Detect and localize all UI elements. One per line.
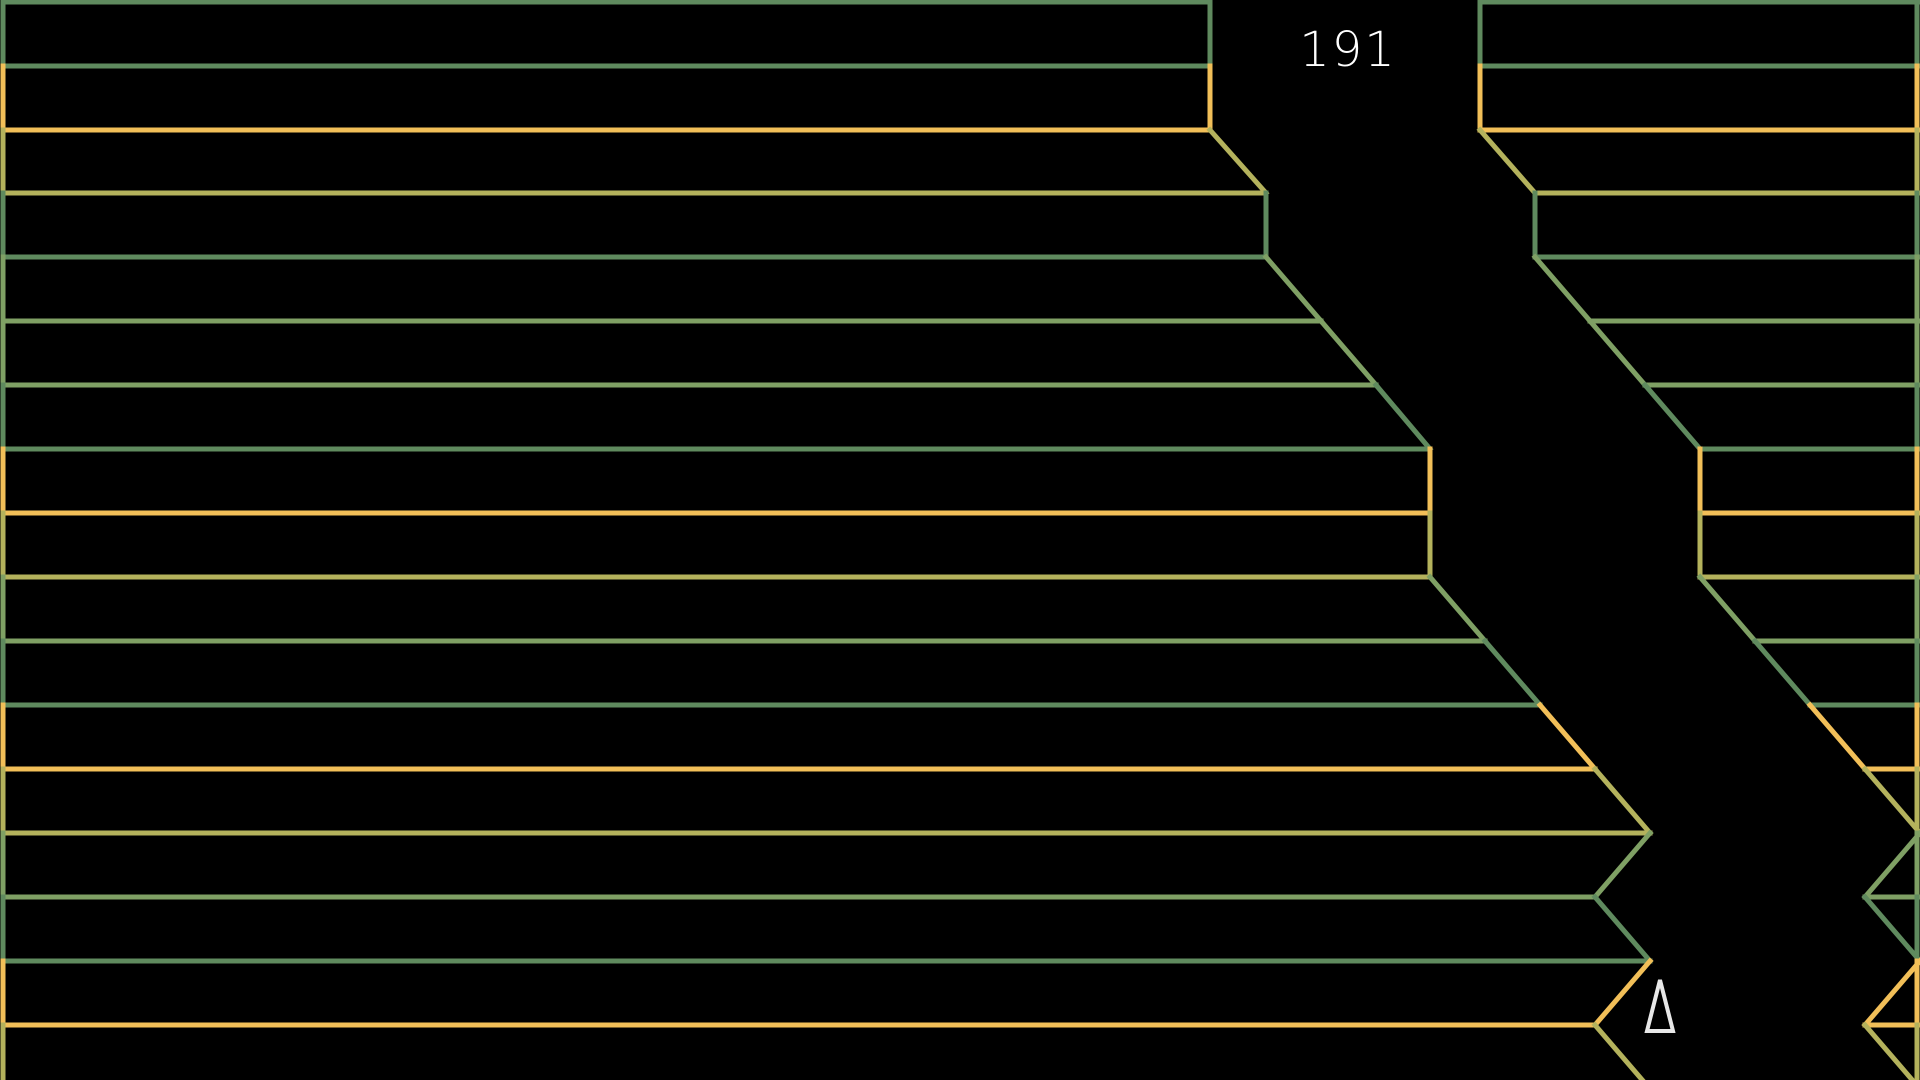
right-wall-segment — [1861, 765, 1920, 837]
left-wall-segment — [1372, 381, 1434, 453]
right-wall-segment — [1861, 893, 1920, 965]
left-wall-segment — [1481, 637, 1544, 709]
right-wall-segment — [1531, 253, 1594, 325]
score-counter: 191 — [1299, 22, 1397, 78]
right-wall-segment — [1586, 317, 1649, 389]
left-wall-segment — [1426, 573, 1489, 645]
left-wall-segment — [1591, 957, 1654, 1029]
left-wall-segment — [1262, 253, 1325, 325]
left-wall-segment — [1317, 317, 1380, 389]
left-wall-segment — [1536, 701, 1599, 773]
left-wall-segment — [1591, 1021, 1646, 1080]
player-triangle-icon[interactable] — [1644, 979, 1676, 1033]
right-wall-segment — [1861, 829, 1920, 901]
right-wall-segment — [1806, 701, 1869, 773]
right-wall-segment — [1476, 126, 1539, 197]
right-wall-segment — [1641, 381, 1704, 453]
right-wall-segment — [1861, 1021, 1916, 1080]
right-wall-segment — [1696, 573, 1759, 645]
right-wall-segment — [1751, 637, 1814, 709]
left-wall-segment — [1591, 765, 1654, 837]
right-wall-segment — [1861, 957, 1920, 1029]
left-wall-segment — [1206, 126, 1270, 197]
left-wall-segment — [1591, 893, 1654, 965]
left-wall-segment — [1591, 829, 1654, 901]
